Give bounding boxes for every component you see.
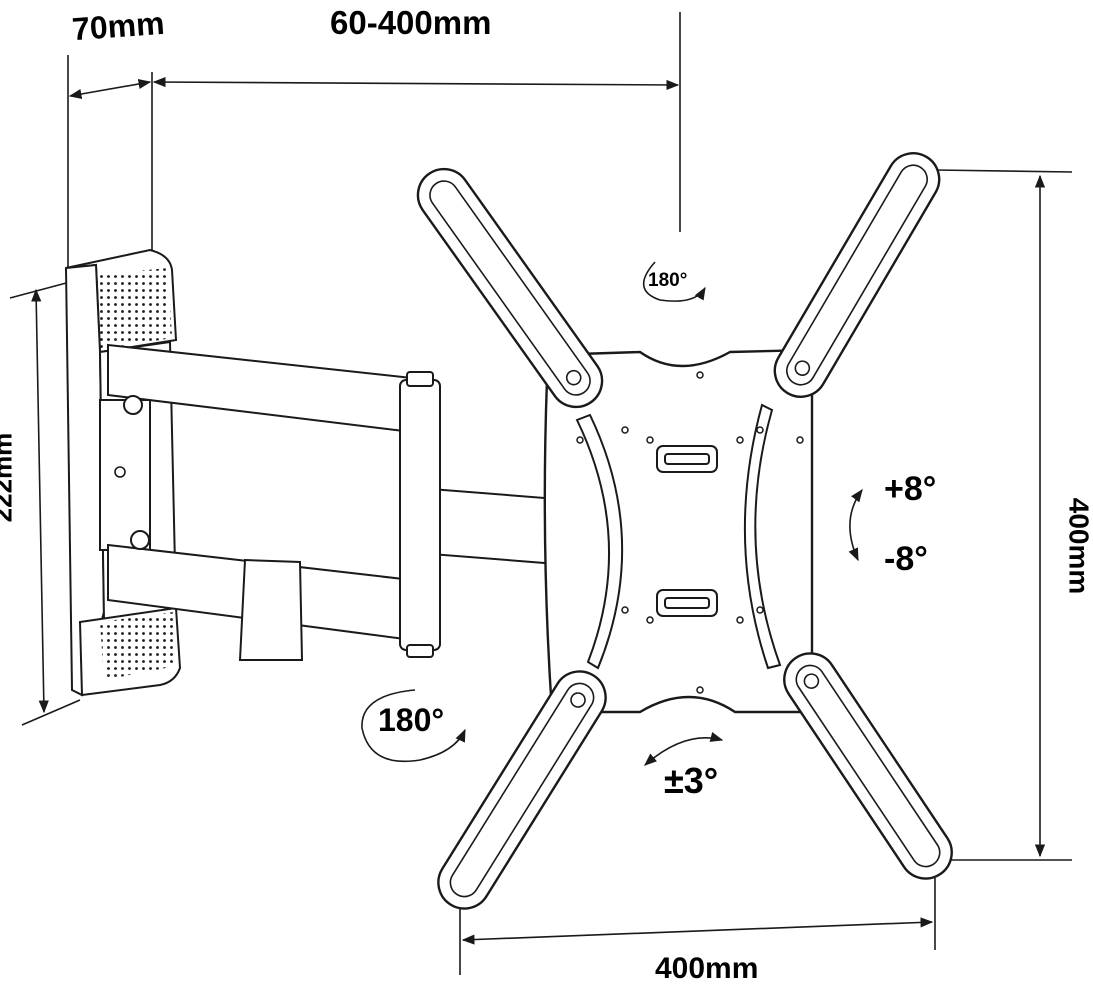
vesa-arms (416, 152, 953, 910)
tilt-up-label: +8° (884, 470, 937, 508)
vesa-plate (543, 348, 814, 714)
vesa-width-label: 400mm (655, 952, 759, 985)
tilt-down-label: -8° (884, 540, 928, 578)
extension-label: 60-400mm (330, 4, 492, 41)
wall-plate-height-label: 222mm (0, 432, 18, 523)
wall-depth-label: 70mm (70, 4, 166, 48)
swing-arms (107, 343, 571, 661)
arm-rotation-label: 180° (378, 702, 445, 738)
plate-rotation-label: 180° (648, 270, 688, 291)
rotation-arrows (361, 261, 863, 766)
wall-plate (64, 248, 182, 697)
swivel-level-label: ±3° (664, 760, 719, 801)
vesa-height-label: 400mm (1063, 497, 1093, 595)
